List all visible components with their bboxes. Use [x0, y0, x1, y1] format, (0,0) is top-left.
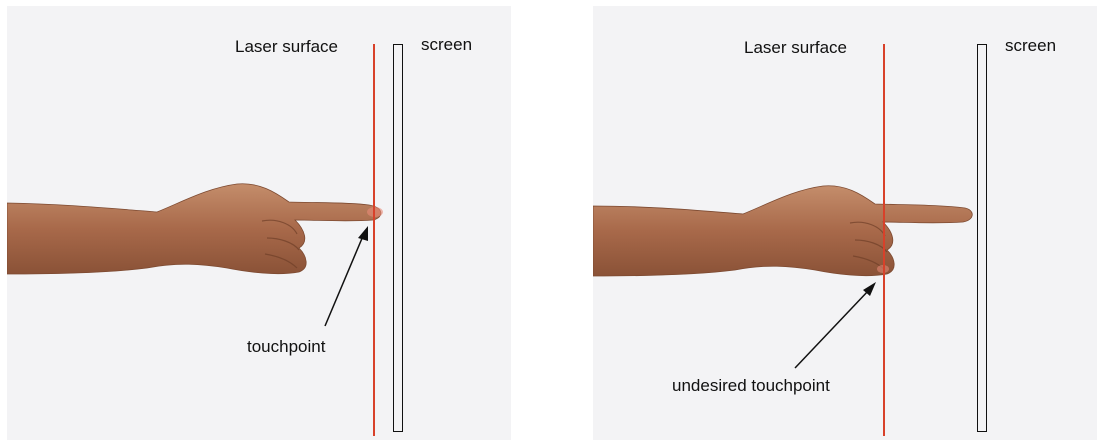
pointing-hand-shape — [593, 186, 972, 276]
screen-label: screen — [1005, 36, 1056, 56]
screen-label: screen — [421, 35, 472, 55]
laser-surface-label: Laser surface — [235, 37, 338, 57]
undesired-touchpoint-arrow — [795, 290, 869, 368]
screen-outline — [393, 44, 403, 432]
touchpoint-arrowhead — [358, 226, 368, 241]
diagram-panel-undesired-touch: Laser surface screen undesired touchpoin… — [593, 6, 1097, 440]
screen-outline — [977, 44, 987, 432]
laser-surface-label: Laser surface — [744, 38, 847, 58]
hand-illustration — [7, 6, 511, 440]
fingertip-highlight — [367, 207, 383, 217]
touchpoint-arrow — [325, 236, 363, 326]
pointing-hand-shape — [7, 184, 381, 274]
hand-illustration — [593, 6, 1097, 440]
touchpoint-label: touchpoint — [247, 337, 325, 357]
laser-surface-line — [373, 44, 375, 436]
laser-surface-line — [883, 44, 885, 436]
diagram-panel-correct-touch: Laser surface screen touchpoint — [7, 6, 511, 440]
undesired-touchpoint-label: undesired touchpoint — [672, 376, 830, 396]
